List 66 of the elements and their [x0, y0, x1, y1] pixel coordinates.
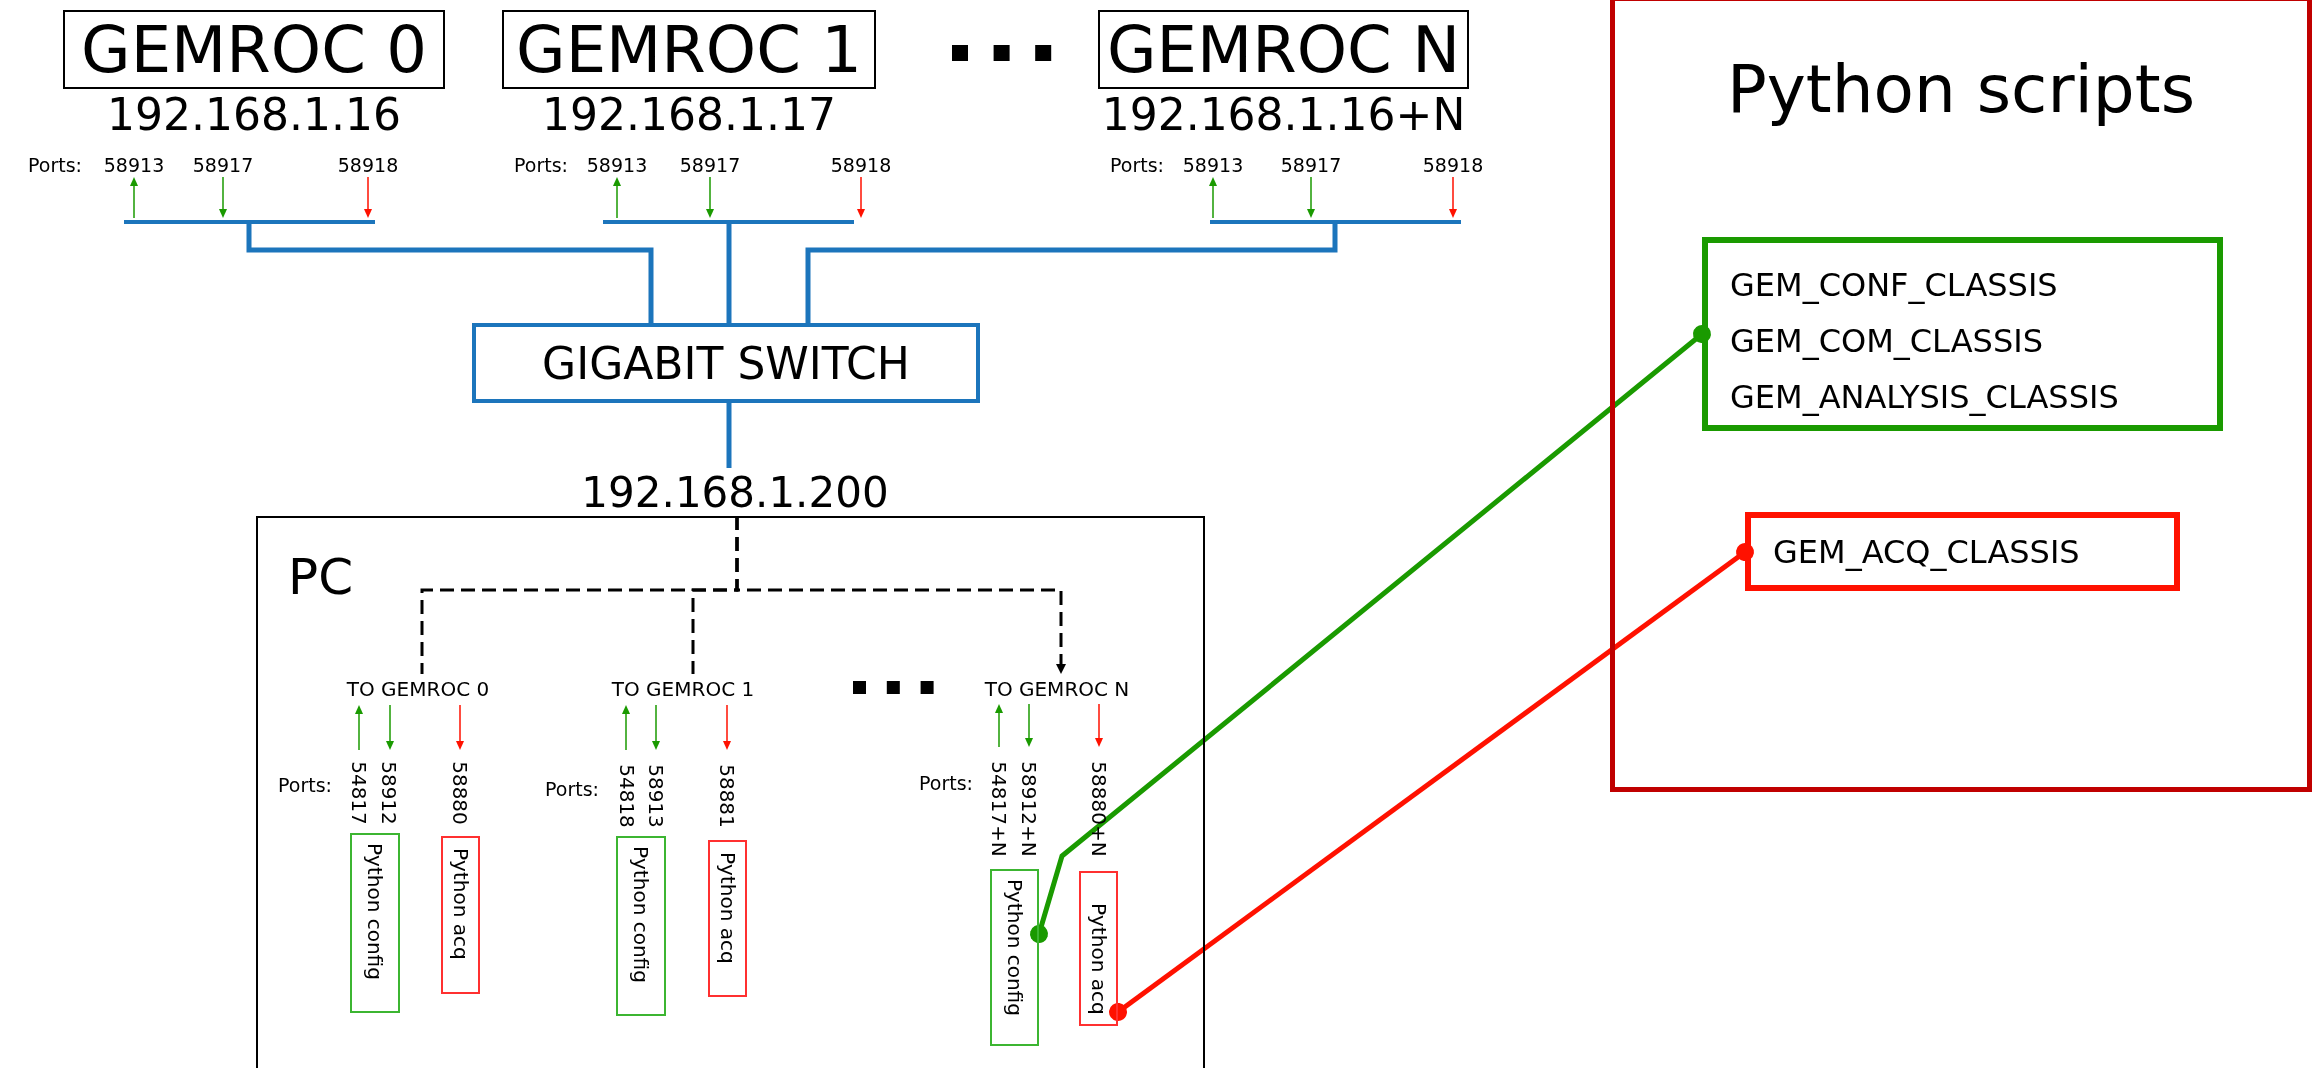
port-label: Ports:: [28, 154, 82, 176]
ip-address-label: 192.168.1.16+N: [1101, 89, 1466, 140]
device-label: GEMROC 0: [81, 12, 427, 87]
port-number: 58918: [830, 154, 892, 176]
port-number: 58912+N: [1017, 761, 1041, 857]
port-number: 58918: [337, 154, 399, 176]
port-number: 58913: [1182, 154, 1244, 176]
port-number: 58917: [192, 154, 254, 176]
port-number: 58913: [586, 154, 648, 176]
network-bus: [1210, 220, 1461, 224]
network-bus: [603, 220, 854, 224]
script-label: Python acq: [1086, 903, 1111, 1017]
port-label: Ports:: [545, 778, 599, 800]
device-label: GEMROC N: [1107, 12, 1460, 87]
switch-label: GIGABIT SWITCH: [542, 337, 910, 389]
port-number: 58880+N: [1087, 761, 1111, 857]
port-label: Ports:: [514, 154, 568, 176]
class-name: GEM_CONF_CLASSIS: [1730, 265, 2058, 306]
class-name: GEM_COM_CLASSIS: [1730, 321, 2043, 362]
port-number: 54817+N: [987, 761, 1011, 857]
port-label: Ports:: [919, 772, 973, 794]
port-number: 58881: [715, 764, 739, 828]
script-box: [990, 869, 1039, 1046]
connector-line: [726, 403, 732, 468]
device-label: GEMROC 1: [516, 12, 862, 87]
port-number: 54818: [615, 764, 639, 828]
script-box: [1079, 871, 1118, 1026]
port-number: 58880: [448, 761, 472, 825]
port-number: 58917: [679, 154, 741, 176]
ip-address-label: 192.168.1.17: [542, 89, 836, 140]
arrow: [735, 516, 1066, 674]
port-number: 58918: [1422, 154, 1484, 176]
ip-address-label: 192.168.1.200: [581, 467, 889, 517]
class-name: GEM_ACQ_CLASSIS: [1773, 532, 2080, 571]
connector-line: [805, 224, 1338, 323]
script-box: [441, 836, 480, 994]
port-label: Ports:: [278, 774, 332, 796]
script-label: Python config: [1002, 879, 1027, 1018]
box-title: PC: [288, 548, 354, 606]
port-number: 58913: [103, 154, 165, 176]
class-group-box: [1702, 237, 2223, 431]
target-label: TO GEMROC 0: [346, 677, 490, 701]
connector-line: [246, 224, 654, 323]
class-name: GEM_ANALYSIS_CLASSIS: [1730, 377, 2119, 418]
connector-line: [726, 224, 732, 323]
script-label: Python acq: [448, 848, 473, 962]
script-box: [616, 836, 666, 1016]
port-number: 54817: [347, 761, 371, 825]
ip-address-label: 192.168.1.16: [107, 89, 401, 140]
script-label: Python config: [629, 846, 653, 985]
port-label: Ports:: [1110, 154, 1164, 176]
port-number: 58917: [1280, 154, 1342, 176]
script-label: Python acq: [715, 852, 740, 966]
scripts-panel: [1610, 0, 2312, 792]
computer-box: [256, 516, 1205, 1068]
network-bus: [124, 220, 375, 224]
script-box: [350, 833, 400, 1013]
target-label: TO GEMROC 1: [611, 677, 755, 701]
script-label: Python config: [363, 843, 387, 982]
script-box: [708, 840, 747, 997]
port-number: 58912: [377, 761, 401, 825]
port-number: 58913: [644, 764, 668, 828]
switch-box: [472, 323, 980, 403]
target-label: TO GEMROC N: [984, 677, 1130, 701]
panel-title: Python scripts: [1726, 51, 2196, 130]
class-group-box: [1745, 512, 2180, 591]
